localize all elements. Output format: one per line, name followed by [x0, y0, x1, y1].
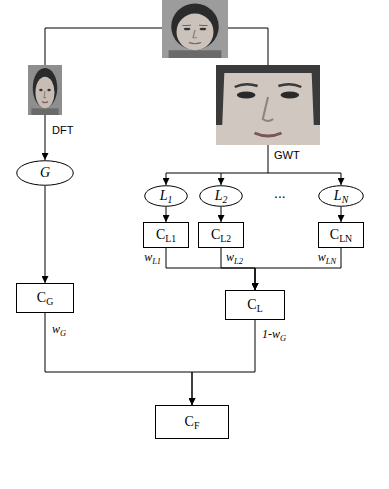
gwt-arrow	[166, 173, 167, 185]
connector	[221, 207, 222, 222]
subscript: G	[46, 296, 53, 307]
subscript: L2	[220, 233, 231, 244]
face-closeup	[216, 65, 320, 145]
gwt-bus	[166, 173, 341, 174]
ellipse-outline	[17, 161, 74, 186]
main-text: w	[52, 322, 60, 336]
main-text: L	[215, 188, 223, 203]
gwt-wire	[268, 145, 269, 173]
node-text: CL	[247, 297, 262, 312]
main-text: C	[247, 297, 256, 312]
node-text: L2	[215, 188, 228, 203]
transform-label: GWT	[274, 149, 300, 161]
face-photo	[162, 0, 228, 58]
subscript: G	[60, 329, 66, 338]
main-text: w	[144, 250, 152, 264]
subscript: L1	[152, 257, 161, 266]
face-thumbnail	[28, 65, 62, 115]
split-wires	[45, 28, 341, 185]
node-text: CLN	[330, 227, 352, 242]
main-text: C	[330, 227, 339, 242]
subscript: L	[257, 303, 263, 314]
ellipsis-mark: ...	[274, 186, 286, 201]
subscript: L2	[234, 257, 243, 266]
weight-label: wL1	[143, 251, 162, 264]
connector	[45, 186, 46, 283]
weight-label: wL2	[225, 251, 244, 264]
dft-arrow	[45, 115, 46, 160]
feature-ellipse: LN	[318, 185, 364, 207]
main-text: C	[37, 290, 46, 305]
connector	[192, 320, 255, 405]
classifier-box: CL1	[143, 222, 189, 248]
weight-label: wLN	[317, 251, 337, 264]
classifier-box: CLN	[318, 222, 364, 248]
node-text: CL1	[156, 227, 176, 242]
subscript: LN	[326, 257, 336, 266]
transform-label: DFT	[52, 124, 73, 136]
connector	[45, 313, 192, 405]
subscript: G	[280, 334, 286, 343]
subscript: 2	[222, 194, 227, 205]
node-text: L1	[160, 188, 173, 203]
main-text: L	[334, 188, 342, 203]
ellipse-outline	[200, 186, 243, 207]
classifier-box: CL	[225, 290, 285, 320]
gwt-arrow	[341, 173, 342, 185]
main-text: L	[160, 188, 168, 203]
subscript: F	[194, 420, 199, 431]
ellipse-outline	[145, 186, 188, 207]
fusion-box: CF	[155, 405, 229, 439]
subscript: 1	[167, 194, 172, 205]
connector	[341, 207, 342, 222]
split-wire	[45, 28, 268, 29]
ellipse-outline	[319, 186, 364, 207]
main-text: 1-w	[262, 327, 280, 341]
node-text: CL2	[211, 227, 231, 242]
connector	[255, 248, 341, 290]
classifier-box: CL2	[198, 222, 244, 248]
connector	[166, 207, 167, 222]
connector	[166, 248, 255, 290]
weight-label: 1-wG	[261, 328, 287, 341]
connector	[221, 248, 255, 290]
split-wire	[268, 28, 269, 65]
node-text: CG	[37, 290, 53, 305]
feature-ellipse: L2	[199, 185, 243, 207]
subscript: LN	[339, 233, 352, 244]
main-text: C	[185, 414, 194, 429]
subscript: L1	[165, 233, 176, 244]
main-text: C	[211, 227, 220, 242]
subscript: N	[342, 194, 349, 205]
main-text: w	[318, 250, 326, 264]
split-wire	[45, 28, 46, 65]
weight-label: wG	[51, 323, 67, 336]
node-text: G	[40, 165, 50, 180]
feature-ellipse: L1	[144, 185, 188, 207]
classifier-box: CG	[16, 283, 74, 313]
gwt-arrow	[221, 173, 222, 185]
feature-ellipse: G	[16, 160, 74, 186]
main-text: w	[226, 250, 234, 264]
node-text: CF	[185, 414, 200, 429]
main-text: C	[156, 227, 165, 242]
node-text: LN	[334, 188, 348, 203]
